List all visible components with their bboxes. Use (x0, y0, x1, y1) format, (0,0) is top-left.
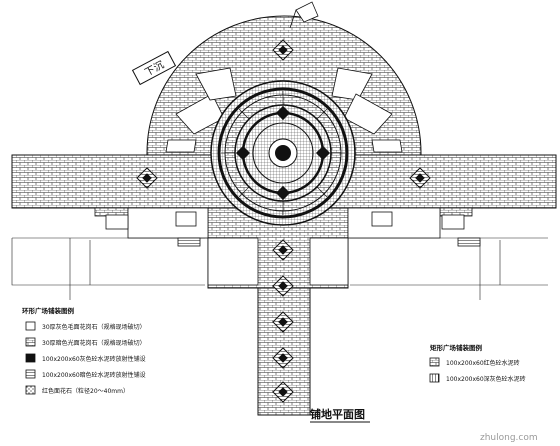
legend-swatch-brick (25, 337, 36, 347)
diamond-medallions (136, 39, 431, 403)
legend-left-item: 30厚灰色毛面花岗石（规格现场破切） (25, 321, 146, 331)
legend-left-item: 红色面花石（粒径20～40mm） (25, 385, 129, 395)
legend-swatch-stone (25, 385, 36, 395)
plan-title: 铺地平面图 (310, 407, 365, 421)
legend-left-title: 环形广场铺装图例 (22, 306, 75, 315)
north-flag (289, 1, 319, 29)
legend-right-title: 矩形广场铺装图例 (429, 343, 483, 352)
legend-right-item-text: 100x200x60深灰色砼水泥砖 (446, 375, 526, 383)
legend-left-item: 100x200x60灰色砼水泥砖放射性铺设 (25, 353, 146, 363)
legend-left-item-text: 30厚暗色光面花岗石（规格现场破切） (42, 339, 146, 347)
legend-left-item-text: 红色面花石（粒径20～40mm） (42, 387, 129, 395)
step-structures (105, 207, 481, 286)
legend-left: 环形广场铺装图例 30厚灰色毛面花岗石（规格现场破切） 30厚暗色光面花岗石（规… (22, 306, 146, 395)
legend-right-item: 100x200x60红色砼水泥砖 (429, 357, 520, 367)
legend-left-item-text: 100x200x60灰色砼水泥砖放射性铺设 (42, 355, 146, 363)
legend-swatch-vhatch (429, 373, 440, 383)
legend-right: 矩形广场铺装图例 100x200x60红色砼水泥砖 100x200x60深灰色砼… (429, 343, 526, 383)
central-circle (210, 80, 356, 226)
entrance-tag: 下沉 (131, 50, 177, 86)
legend-left-item: 100x200x60暗色砼水泥砖放射性铺设 (25, 369, 146, 379)
legend-swatch-white (25, 321, 36, 331)
legend-left-item: 30厚暗色光面花岗石（规格现场破切） (25, 337, 146, 347)
watermark: zhulong.com (480, 433, 538, 443)
legend-swatch-brick (429, 357, 440, 367)
central-walkway (207, 199, 349, 416)
legend-swatch-black (25, 353, 36, 363)
legend-right-item: 100x200x60深灰色砼水泥砖 (429, 373, 526, 383)
legend-swatch-hatch (25, 369, 36, 379)
legend-left-item-text: 100x200x60暗色砼水泥砖放射性铺设 (42, 371, 146, 379)
legend-right-item-text: 100x200x60红色砼水泥砖 (446, 359, 520, 367)
legend-left-item-text: 30厚灰色毛面花岗石（规格现场破切） (42, 323, 146, 331)
